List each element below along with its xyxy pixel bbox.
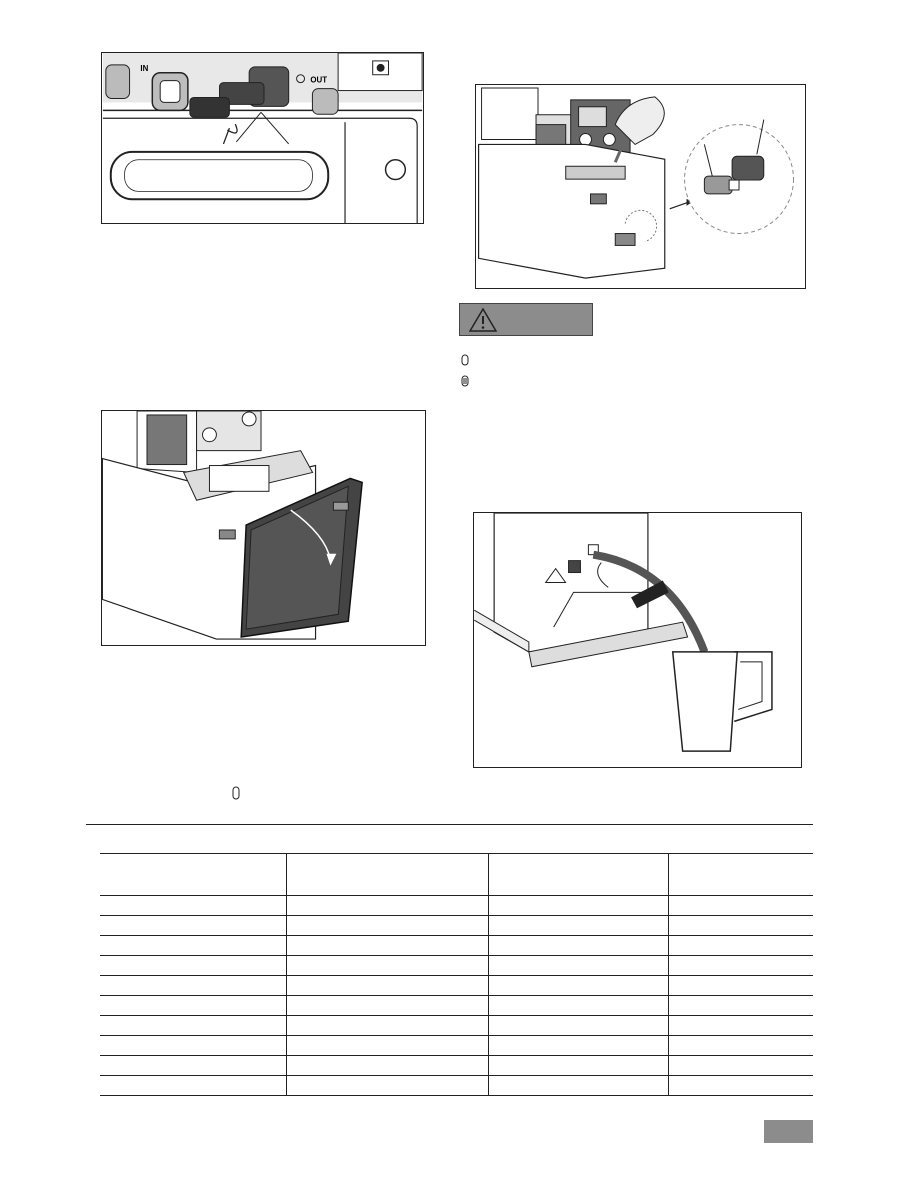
pill-outline-icon — [461, 354, 469, 366]
table-cell — [488, 975, 669, 996]
table-row — [100, 1015, 813, 1036]
table-cell — [668, 915, 813, 936]
table-cell — [488, 995, 669, 1016]
page-number — [764, 1120, 813, 1143]
table-row — [100, 955, 813, 976]
table-cell — [668, 1015, 813, 1036]
table-cell — [286, 975, 489, 996]
table-header-cell — [668, 853, 813, 896]
table-row — [100, 895, 813, 916]
table-cell — [100, 995, 287, 1016]
table-header-row — [100, 853, 813, 896]
table-cell — [488, 1075, 669, 1096]
table-cell — [100, 975, 287, 996]
warning-triangle-icon — [469, 308, 497, 332]
table-cell — [286, 995, 489, 1016]
table-row — [100, 995, 813, 1016]
table-cell — [668, 975, 813, 996]
table-cell — [286, 1035, 489, 1056]
table-row — [100, 1075, 813, 1096]
table-cell — [100, 955, 287, 976]
figure-hose-connection: IN OUT — [101, 52, 424, 224]
table-cell — [668, 1035, 813, 1056]
table-row — [100, 1035, 813, 1056]
pill-outline-icon — [232, 786, 240, 800]
table-cell — [488, 935, 669, 956]
table-row — [100, 915, 813, 936]
table-cell — [488, 1015, 669, 1036]
table-cell — [286, 1055, 489, 1076]
table-cell — [100, 895, 287, 916]
table-row — [100, 1055, 813, 1076]
table-cell — [488, 1035, 669, 1056]
table-cell — [488, 1055, 669, 1076]
table-cell — [668, 1055, 813, 1076]
figure-draining — [473, 512, 802, 768]
table-row — [100, 935, 813, 956]
pill-striped-icon — [461, 375, 469, 387]
table-cell — [286, 935, 489, 956]
table-cell — [100, 1055, 287, 1076]
figure-filling-bath — [475, 84, 806, 289]
table-cell — [286, 1075, 489, 1096]
table-cell — [286, 895, 489, 916]
in-port-label: IN — [140, 64, 148, 73]
table-cell — [100, 1075, 287, 1096]
table-cell — [488, 895, 669, 916]
table-cell — [100, 1015, 287, 1036]
table-cell — [668, 935, 813, 956]
table-cell — [286, 1015, 489, 1036]
out-port-label: OUT — [310, 76, 327, 85]
table-cell — [488, 915, 669, 936]
table-cell — [488, 955, 669, 976]
warning-box — [459, 303, 593, 336]
table-cell — [286, 955, 489, 976]
table-cell — [100, 935, 287, 956]
figure-opening-cover — [101, 410, 426, 646]
table-cell — [668, 955, 813, 976]
table-header-cell — [100, 853, 287, 896]
table-header-cell — [488, 853, 669, 896]
table-cell — [668, 995, 813, 1016]
spec-table — [100, 853, 813, 1096]
table-cell — [668, 895, 813, 916]
table-cell — [286, 915, 489, 936]
table-cell — [100, 1035, 287, 1056]
table-header-cell — [286, 853, 489, 896]
table-cell — [668, 1075, 813, 1096]
section-divider — [86, 824, 813, 825]
table-row — [100, 975, 813, 996]
table-cell — [100, 915, 287, 936]
